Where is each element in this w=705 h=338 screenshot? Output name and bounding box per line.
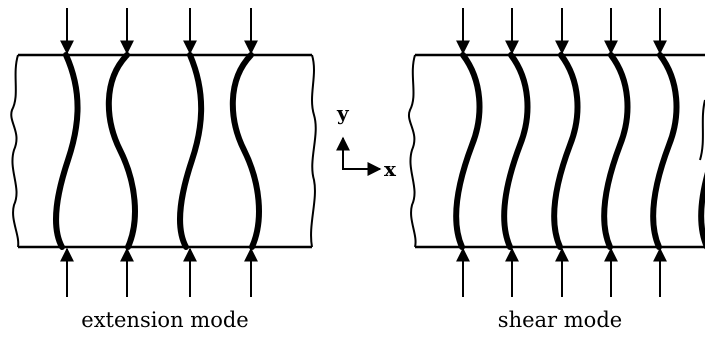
extension-panel: [10, 8, 317, 297]
extension-layer-4: [229, 52, 262, 250]
coordinate-axes: [336, 136, 382, 176]
right-break-edge: [310, 54, 317, 248]
shear-layer-1: [453, 52, 483, 250]
shear-layer-4: [601, 52, 631, 250]
extension-layer-3: [177, 52, 205, 250]
right-break-edge: [699, 99, 705, 161]
shear-layer-3: [551, 52, 581, 250]
shear-layer-2: [501, 52, 531, 250]
extension-layer-2: [105, 52, 138, 250]
y-axis-label: y: [337, 101, 349, 125]
shear-layer-6: [698, 55, 705, 250]
extension-mode-caption: extension mode: [81, 308, 249, 332]
extension-layer-1: [53, 52, 81, 250]
shear-mode-caption: shear mode: [497, 308, 623, 332]
left-break-edge: [407, 54, 417, 248]
left-break-edge: [10, 54, 20, 248]
shear-panel: [407, 8, 705, 297]
shear-layer-5: [650, 52, 680, 250]
x-axis-label: x: [384, 157, 396, 181]
